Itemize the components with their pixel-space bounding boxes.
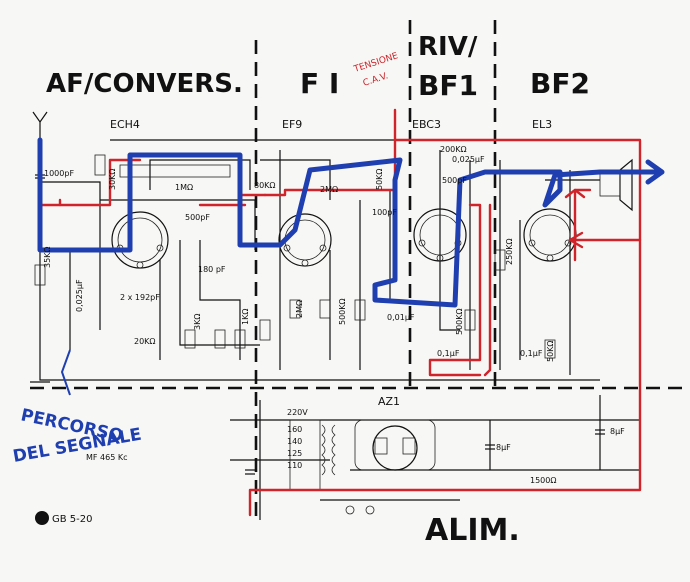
label-bf1: BF1 [418, 69, 478, 102]
annotation-tensione: TENSIONE [352, 51, 400, 75]
label-50k-b: 50KΩ [546, 340, 555, 362]
label-180pf: 180 pF [198, 265, 226, 274]
label-250k: 250KΩ [505, 238, 514, 265]
label-alim: ALIM. [425, 513, 520, 548]
label-8uf-b: 8μF [610, 427, 625, 436]
label-160v: 160 [287, 425, 302, 434]
label-500k-a: 500KΩ [338, 298, 347, 325]
label-110v: 110 [287, 461, 302, 470]
label-2x192pf: 2 x 192pF [120, 293, 160, 302]
label-1m: 1MΩ [175, 183, 193, 192]
signal-label-arrow [60, 349, 71, 396]
tube-az1 [372, 425, 418, 471]
annotation-cav: C.A.V. [362, 71, 390, 89]
component-labels: 1000pF 30KΩ 1MΩ 80KΩ 2MΩ 50KΩ 500pF 500p… [43, 145, 625, 485]
signal-path [37, 137, 665, 308]
label-1k: 1KΩ [241, 309, 250, 325]
label-30k: 30KΩ [108, 168, 117, 190]
label-gb: GB 5-20 [52, 514, 92, 525]
label-mf: MF 465 Kc [86, 453, 128, 462]
label-2m-a: 2MΩ [320, 185, 338, 194]
label-01uf-b: 0,1μF [520, 349, 543, 358]
label-ef9: EF9 [282, 118, 302, 131]
label-az1: AZ1 [378, 395, 400, 408]
label-0025uf-a: 0,025μF [452, 155, 485, 164]
label-500pf-b: 500pF [442, 176, 467, 185]
tube-ech4 [111, 211, 169, 269]
label-ebc3: EBC3 [412, 118, 441, 131]
label-80k: 80KΩ [254, 181, 276, 190]
cav-path [38, 108, 642, 517]
gb-logo: GB 5-20 [35, 511, 92, 525]
label-140v: 140 [287, 437, 302, 446]
label-2m-b: 2MΩ [295, 300, 304, 318]
label-20k: 20KΩ [134, 337, 156, 346]
label-0025uf-b: 0,025μF [75, 279, 84, 312]
power-transformer [289, 419, 375, 515]
label-125v: 125 [287, 449, 302, 458]
label-el3: EL3 [532, 118, 552, 131]
label-200k: 200KΩ [440, 145, 467, 154]
label-riv: RIV/ [418, 32, 478, 62]
label-8uf-a: 8μF [496, 443, 511, 452]
section-dividers [30, 20, 690, 520]
label-100pf: 100pF [372, 208, 397, 217]
label-500k-b: 500KΩ [455, 308, 464, 335]
label-1500: 1500Ω [530, 476, 556, 485]
label-ech4: ECH4 [110, 118, 140, 131]
label-01uf-a: 0,1μF [437, 349, 460, 358]
label-001uf: 0,01μF [387, 313, 415, 322]
schematic-wiring [30, 111, 641, 520]
tube-el3 [523, 208, 577, 262]
label-35k: 35KΩ [43, 246, 52, 268]
label-af-convers: AF/CONVERS. [46, 69, 243, 99]
label-1000pf: 1000pF [44, 169, 74, 178]
label-bf2: BF2 [530, 67, 590, 100]
label-fi: F I [300, 67, 339, 100]
label-3k: 3KΩ [193, 314, 202, 330]
label-50k-a: 50KΩ [375, 168, 384, 190]
label-220v: 220V [287, 408, 308, 417]
label-500pf-a: 500pF [185, 213, 210, 222]
